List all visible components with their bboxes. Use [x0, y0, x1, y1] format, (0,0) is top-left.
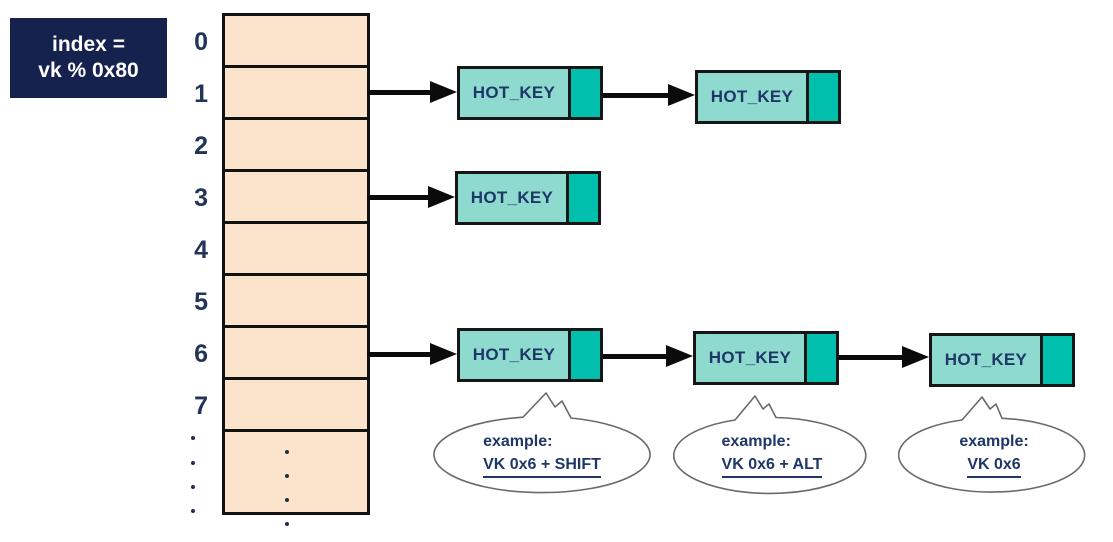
- hash-table-array: [222, 13, 370, 515]
- ellipsis-dot: [285, 522, 289, 526]
- ellipsis-dot: [191, 461, 195, 465]
- next-pointer-field: [804, 334, 836, 382]
- array-cell-6: [225, 328, 367, 380]
- callout-prefix: example:: [959, 433, 1029, 450]
- array-cell-0: [225, 16, 367, 68]
- callout-prefix: example:: [721, 433, 791, 450]
- hotkey-node: HOT_KEY: [457, 66, 603, 120]
- array-cell-1: [225, 68, 367, 120]
- callout-example-vk: example: VK 0x6: [898, 394, 1090, 494]
- array-cell-4: [225, 224, 367, 276]
- next-pointer-field: [566, 174, 598, 222]
- array-cell-2: [225, 120, 367, 172]
- callout-example-alt: example: VK 0x6 + ALT: [673, 393, 871, 495]
- arrowhead-icon: [902, 346, 929, 368]
- speech-bubble-icon: [898, 396, 1086, 493]
- formula-line-2: vk % 0x80: [38, 59, 139, 82]
- callout-text: example: VK 0x6 + ALT: [673, 430, 871, 478]
- arrow-node-to-node: [603, 345, 693, 367]
- index-label-4: 4: [194, 236, 208, 264]
- callout-prefix: example:: [483, 433, 553, 450]
- hotkey-node-label: HOT_KEY: [698, 73, 806, 121]
- index-label-6: 6: [194, 340, 208, 368]
- ellipsis-dot: [191, 436, 195, 440]
- hotkey-node-label: HOT_KEY: [932, 336, 1040, 384]
- index-label-1: 1: [194, 80, 208, 108]
- array-cell-5: [225, 276, 367, 328]
- hotkey-node: HOT_KEY: [929, 333, 1075, 387]
- callout-value: VK 0x6 + ALT: [721, 453, 823, 478]
- speech-bubble-icon: [673, 395, 867, 495]
- ellipsis-dot: [285, 474, 289, 478]
- index-label-2: 2: [194, 132, 208, 160]
- hotkey-node: HOT_KEY: [455, 171, 601, 225]
- hotkey-node: HOT_KEY: [457, 328, 603, 382]
- callout-text: example: VK 0x6: [898, 430, 1090, 478]
- index-label-5: 5: [194, 288, 208, 316]
- ellipsis-dot: [191, 485, 195, 489]
- hotkey-node-label: HOT_KEY: [460, 69, 568, 117]
- arrowhead-icon: [430, 343, 457, 365]
- callout-text: example: VK 0x6 + SHIFT: [431, 430, 653, 478]
- arrowhead-icon: [666, 345, 693, 367]
- array-cell-7: [225, 380, 367, 432]
- arrow-index3-to-node: [367, 186, 455, 208]
- ellipsis-dot: [285, 498, 289, 502]
- next-pointer-field: [568, 69, 600, 117]
- callout-example-shift: example: VK 0x6 + SHIFT: [431, 390, 653, 494]
- arrowhead-icon: [430, 81, 457, 103]
- next-pointer-field: [806, 73, 838, 121]
- formula-line-1: index =: [52, 33, 125, 56]
- arrow-index1-to-node: [367, 81, 457, 103]
- formula-box: index = vk % 0x80: [10, 18, 167, 98]
- hotkey-node-label: HOT_KEY: [460, 331, 568, 379]
- hotkey-node: HOT_KEY: [695, 70, 841, 124]
- index-label-0: 0: [194, 28, 208, 56]
- arrow-node-to-node: [839, 346, 929, 368]
- ellipsis-dot: [191, 509, 195, 513]
- speech-bubble-icon: [433, 392, 651, 494]
- index-label-3: 3: [194, 184, 208, 212]
- hotkey-node-label: HOT_KEY: [458, 174, 566, 222]
- arrow-index6-to-node: [367, 343, 457, 365]
- next-pointer-field: [1040, 336, 1072, 384]
- ellipsis-dot: [285, 450, 289, 454]
- hotkey-node: HOT_KEY: [693, 331, 839, 385]
- callout-value: VK 0x6 + SHIFT: [483, 453, 601, 478]
- hotkey-node-label: HOT_KEY: [696, 334, 804, 382]
- arrowhead-icon: [428, 186, 455, 208]
- arrow-node-to-node: [603, 84, 695, 106]
- array-cell-continuation: [225, 432, 367, 512]
- next-pointer-field: [568, 331, 600, 379]
- array-cell-3: [225, 172, 367, 224]
- index-label-7: 7: [194, 392, 208, 420]
- arrowhead-icon: [668, 84, 695, 106]
- callout-value: VK 0x6: [967, 453, 1021, 478]
